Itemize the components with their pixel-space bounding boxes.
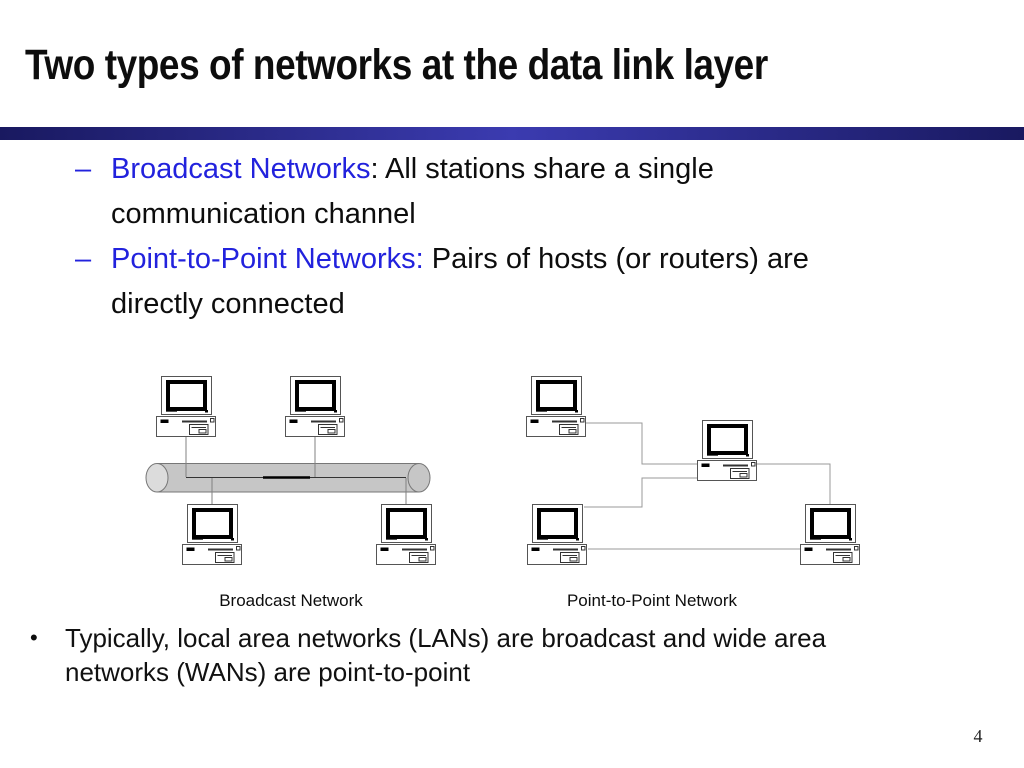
bullet-dash-marker: –	[75, 153, 92, 185]
computer-icon	[525, 502, 589, 567]
bus-drop-lines	[185, 437, 407, 504]
bullet-dash-marker: –	[75, 243, 92, 275]
p2p-network-diagram	[524, 374, 862, 567]
bottom-note-bullet: • Typically, local area networks (LANs) …	[30, 621, 970, 689]
bullet-dot-marker: •	[30, 625, 38, 650]
bullet-broadcast-line2: communication channel	[111, 198, 416, 230]
note-line1: Typically, local area networks (LANs) ar…	[65, 623, 827, 653]
computer-icon	[283, 374, 347, 439]
bullet-broadcast-line1: Broadcast Networks: All stations share a…	[111, 153, 714, 185]
bullet-p2p-line2: directly connected	[111, 288, 345, 320]
bullet-p2p-line1: Point-to-Point Networks: Pairs of hosts …	[111, 243, 809, 275]
computer-icon	[374, 502, 438, 567]
computer-icon	[154, 374, 218, 439]
bullet-p2p: – Point-to-Point Networks: Pairs of host…	[75, 237, 955, 327]
computer-icon	[695, 418, 759, 483]
p2p-network-label: Point-to-Point Network	[566, 591, 738, 610]
computer-icon	[798, 502, 862, 567]
broadcast-network-label: Broadcast Network	[219, 591, 363, 610]
slide-title: Two types of networks at the data link l…	[25, 41, 768, 89]
computer-icon	[524, 374, 588, 439]
bullet-p2p-term: Point-to-Point Networks:	[111, 243, 424, 275]
page-number: 4	[973, 726, 983, 746]
broadcast-network-diagram	[145, 374, 438, 567]
p2p-links	[584, 422, 831, 550]
bullet-broadcast: – Broadcast Networks: All stations share…	[75, 147, 955, 237]
title-divider-bar	[0, 127, 1024, 140]
note-line2: networks (WANs) are point-to-point	[65, 657, 471, 687]
bus-cylinder	[145, 463, 431, 493]
bullet-list: – Broadcast Networks: All stations share…	[75, 147, 955, 327]
computer-icon	[180, 502, 244, 567]
bullet-broadcast-term: Broadcast Networks	[111, 153, 371, 185]
